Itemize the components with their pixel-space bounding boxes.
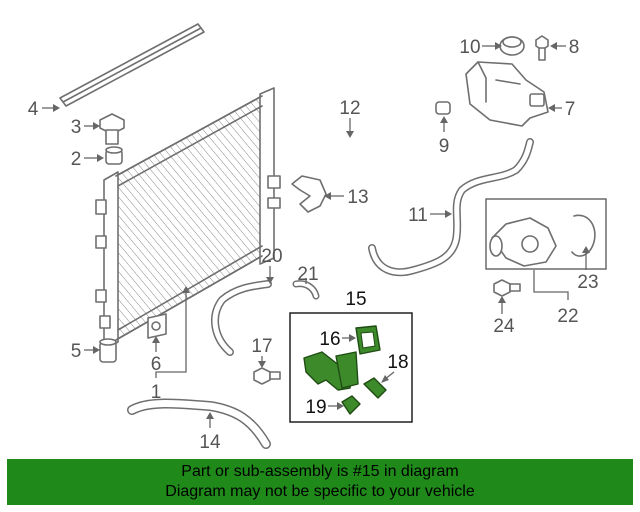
callout-14: 14 <box>199 432 221 453</box>
callout-22: 22 <box>557 306 578 327</box>
callout-21: 21 <box>297 264 318 285</box>
hose-part-21 <box>292 280 320 300</box>
callout-labels: 1 2 3 4 5 6 7 8 9 10 11 12 13 14 15 16 1… <box>28 37 599 453</box>
callout-17: 17 <box>251 336 272 357</box>
info-banner: Part or sub-assembly is #15 in diagram D… <box>7 459 633 505</box>
hose-part-12 <box>300 119 424 162</box>
hose-part-13 <box>291 175 327 213</box>
hose-part-14 <box>127 398 271 449</box>
bracket-part-6 <box>147 313 167 339</box>
callout-16: 16 <box>319 329 340 350</box>
plug-part-9 <box>435 101 451 115</box>
callout-23: 23 <box>577 272 598 293</box>
callout-2: 2 <box>71 149 82 170</box>
callout-19: 19 <box>305 397 326 418</box>
coolant-reservoir <box>465 61 549 127</box>
callout-15: 15 <box>345 289 366 310</box>
bolt-part-24 <box>493 279 521 297</box>
bolt-part-17 <box>253 367 281 385</box>
callout-6: 6 <box>151 354 162 375</box>
callout-7: 7 <box>565 99 576 120</box>
leader-lines <box>42 42 590 428</box>
hose-part-20 <box>211 280 272 356</box>
reservoir-cap <box>499 36 525 56</box>
callout-5: 5 <box>71 341 82 362</box>
callout-10: 10 <box>459 37 480 58</box>
callout-9: 9 <box>439 136 450 157</box>
callout-13: 13 <box>347 187 368 208</box>
callout-8: 8 <box>569 37 580 58</box>
callout-18: 18 <box>387 352 408 373</box>
callout-12: 12 <box>339 98 360 119</box>
banner-line-2: Diagram may not be specific to your vehi… <box>165 483 475 500</box>
weatherstrip-seal <box>59 23 205 107</box>
parts-diagram: 1 2 3 4 5 6 7 8 9 10 11 12 13 14 15 16 1… <box>28 23 607 453</box>
bolt-part-3 <box>99 113 125 145</box>
callout-20: 20 <box>261 246 282 267</box>
callout-1: 1 <box>151 382 162 403</box>
assembly-part-15 <box>289 312 413 423</box>
bolt-part-8 <box>535 35 549 61</box>
bushing-part-5 <box>99 338 117 363</box>
bushing-part-2 <box>105 146 123 165</box>
banner-line-1: Part or sub-assembly is #15 in diagram <box>181 463 459 480</box>
callout-11: 11 <box>408 205 428 226</box>
callout-24: 24 <box>493 316 515 337</box>
callout-4: 4 <box>28 99 39 120</box>
radiator <box>95 87 281 351</box>
callout-3: 3 <box>71 117 82 138</box>
hose-part-11 <box>368 138 534 277</box>
thermostat-housing-group <box>485 198 607 270</box>
